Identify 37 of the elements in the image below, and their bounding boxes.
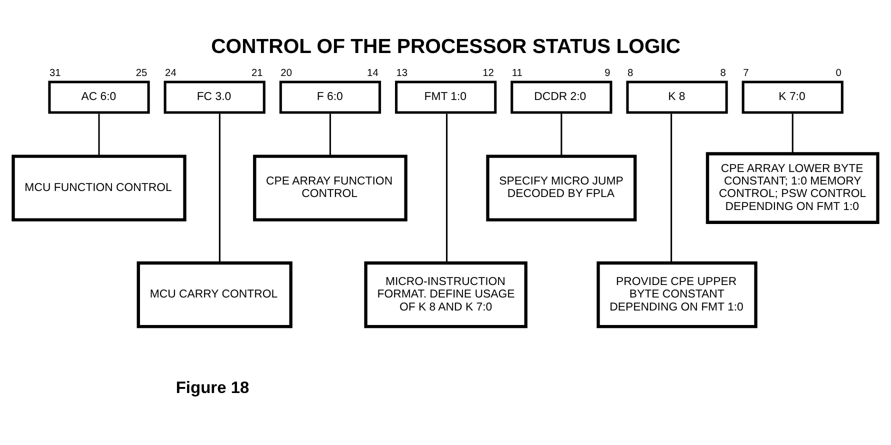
node-label: 7 xyxy=(743,68,749,79)
node-box: AC 6:0 xyxy=(48,80,150,114)
caption: Figure 18 xyxy=(176,378,250,397)
diagram-title: CONTROL OF THE PROCESSOR STATUS LOGIC xyxy=(211,36,681,58)
node-label: 24 xyxy=(165,68,176,79)
node-label: 14 xyxy=(367,68,378,79)
node-box: CPE ARRAY LOWER BYTE CONSTANT; 1:0 MEMORY CONTROL; PSW CONTROL DEPENDING ON FMT 1:0 xyxy=(706,152,880,224)
connector xyxy=(218,113,220,263)
connector xyxy=(670,113,672,263)
node-box: MCU FUNCTION CONTROL xyxy=(12,154,186,221)
node-label: 31 xyxy=(49,68,61,79)
node-box: FC 3.0 xyxy=(164,80,266,114)
node-box: FMT 1:0 xyxy=(395,80,497,114)
node-label: 0 xyxy=(836,68,842,79)
node-box: SPECIFY MICRO JUMP DECODED BY FPLA xyxy=(486,154,637,221)
node-label: 25 xyxy=(136,68,148,79)
node-label: 12 xyxy=(482,68,494,79)
node-label: 9 xyxy=(604,68,610,79)
node-label: 11 xyxy=(512,68,522,79)
node-box: K 8 xyxy=(626,80,728,114)
connector xyxy=(792,113,794,154)
connector xyxy=(98,113,100,156)
node-box: PROVIDE CPE UPPER BYTE CONSTANT DEPENDING ON FMT 1:0 xyxy=(596,260,758,328)
node-label: 8 xyxy=(720,68,726,79)
node-label: 21 xyxy=(251,68,263,79)
node-label: 8 xyxy=(627,68,634,79)
node-box: MCU CARRY CONTROL xyxy=(136,260,292,328)
node-box: MICRO-INSTRUCTION FORMAT. DEFINE USAGE OF K 8 AND K 7:0 xyxy=(364,260,528,328)
connector xyxy=(446,113,448,263)
node-box: DCDR 2:0 xyxy=(510,80,612,114)
connector xyxy=(329,113,331,156)
connector xyxy=(560,113,562,156)
node-box: F 6:0 xyxy=(279,80,382,114)
node-label: 20 xyxy=(280,68,292,79)
node-label: 13 xyxy=(396,68,408,79)
node-box: K 7:0 xyxy=(742,80,844,114)
node-box: CPE ARRAY FUNCTION CONTROL xyxy=(253,154,408,221)
